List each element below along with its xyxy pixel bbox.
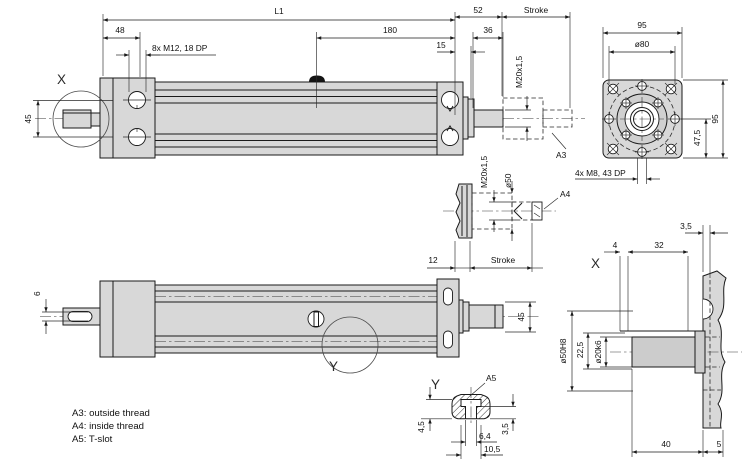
dim-48: 48 — [115, 25, 125, 35]
wrench-flat-slot — [67, 311, 93, 322]
dim-stroke: Stroke — [524, 5, 549, 15]
corner-holes — [606, 82, 678, 156]
mount-hole — [441, 128, 459, 146]
t-slot-section — [451, 394, 491, 420]
legend: A3: outside thread A4: inside thread A5:… — [72, 408, 150, 445]
mount-hole — [441, 91, 459, 109]
label-m8-holes: 4x M8, 43 DP — [575, 168, 626, 178]
phantom-rod-extended — [542, 109, 573, 128]
piston-rod — [473, 109, 504, 128]
dim-12: 12 — [428, 255, 438, 265]
dim-thread-m20: M20x1,5 — [479, 156, 489, 188]
bottom-view: Y 6 45 — [32, 278, 540, 374]
flange-body — [602, 79, 683, 159]
detail-marker-y: Y — [431, 377, 440, 392]
dim-stroke: Stroke — [491, 255, 516, 265]
label-m12-holes: 8x M12, 18 DP — [152, 43, 208, 53]
side-view-dimensions: L1 48 8x M12, 18 DP 45 X 180 36 52 Strok… — [23, 5, 571, 160]
dim-15: 15 — [436, 40, 446, 50]
m8-holes — [602, 79, 682, 159]
dim-47-5: 47,5 — [692, 130, 702, 147]
sensor-slot — [307, 310, 325, 328]
dim-bolt-circle: ø80 — [635, 39, 650, 49]
rod-collar — [694, 330, 706, 374]
tie-rod-holes — [620, 97, 664, 141]
dim-4: 4 — [613, 240, 618, 250]
dim-40: 40 — [661, 439, 671, 449]
dim-dia20k6: ø20k6 — [593, 340, 603, 364]
dim-l1: L1 — [274, 6, 284, 16]
collar-ring — [462, 301, 470, 332]
dim-dia50: ø50 — [503, 173, 513, 188]
phantom-collar — [502, 97, 544, 140]
dim-6: 6 — [32, 291, 42, 296]
flange-view: 95 ø80 95 47,5 4x M8, 43 DP — [575, 20, 728, 184]
barrel — [154, 81, 438, 156]
mounting-plate — [702, 270, 727, 429]
dim-45: 45 — [516, 312, 526, 322]
dim-36: 36 — [483, 25, 493, 35]
detail-marker-x: X — [591, 256, 600, 271]
collar-ring — [462, 96, 469, 140]
dim-3-5: 3,5 — [500, 423, 510, 435]
sensor-plug — [309, 75, 325, 82]
tie-rod-slot — [443, 330, 453, 349]
callout-a5: A5 — [486, 373, 497, 383]
detail-marker-x: X — [57, 72, 66, 87]
dim-52: 52 — [473, 5, 483, 15]
callout-a3: A3 — [556, 150, 567, 160]
dim-180: 180 — [383, 25, 397, 35]
side-view-body — [35, 75, 585, 159]
dim-6-4: 6,4 — [479, 431, 491, 441]
legend-a4: A4: inside thread — [72, 421, 144, 432]
dim-3-5: 3,5 — [680, 221, 692, 231]
rod-end-detail: M20x1,5 ø50 A4 12 Stroke — [427, 156, 571, 272]
dim-10-5: 10,5 — [484, 444, 501, 454]
dim-5: 5 — [717, 439, 722, 449]
y-detail: Y 4,5 3,5 6,4 10,5 A5 — [416, 373, 516, 459]
dim-22-5: 22,5 — [575, 342, 585, 359]
detail-circle-y — [321, 316, 379, 374]
dim-4-5: 4,5 — [416, 421, 426, 433]
detail-circle-x — [52, 90, 110, 148]
dim-32: 32 — [654, 240, 664, 250]
end-cap-block — [112, 77, 156, 159]
piston-rod — [468, 304, 504, 329]
detail-marker-y: Y — [329, 359, 338, 374]
plate-notch — [702, 298, 714, 320]
collar-ring — [458, 299, 464, 334]
legend-a3: A3: outside thread — [72, 408, 150, 419]
thread-cone — [513, 202, 523, 220]
broken-collar-fragment — [455, 183, 473, 239]
side-view: L1 48 8x M12, 18 DP 45 X 180 36 52 Strok… — [23, 5, 585, 160]
thread-socket — [531, 201, 543, 221]
dim-dia50h8: ø50H8 — [558, 338, 568, 363]
dim-flange-h95: 95 — [710, 114, 720, 124]
dim-flange-95: 95 — [637, 20, 647, 30]
legend-a5: A5: T-slot — [72, 434, 113, 445]
tie-rod-slot — [443, 287, 453, 306]
x-detail: X 3,5 4 32 ø50H8 22,5 ø20k6 40 5 — [558, 221, 742, 457]
end-cap-block — [112, 280, 156, 358]
barrel — [154, 284, 438, 354]
callout-a4: A4 — [560, 189, 571, 199]
dim-thread-m20: M20x1,5 — [514, 56, 524, 88]
rod-shaft — [631, 336, 696, 368]
end-cap-plate — [99, 280, 114, 358]
end-cap-plate — [99, 77, 114, 159]
dim-45: 45 — [23, 114, 33, 124]
flange-dimensions: 95 ø80 95 47,5 4x M8, 43 DP — [575, 20, 728, 184]
